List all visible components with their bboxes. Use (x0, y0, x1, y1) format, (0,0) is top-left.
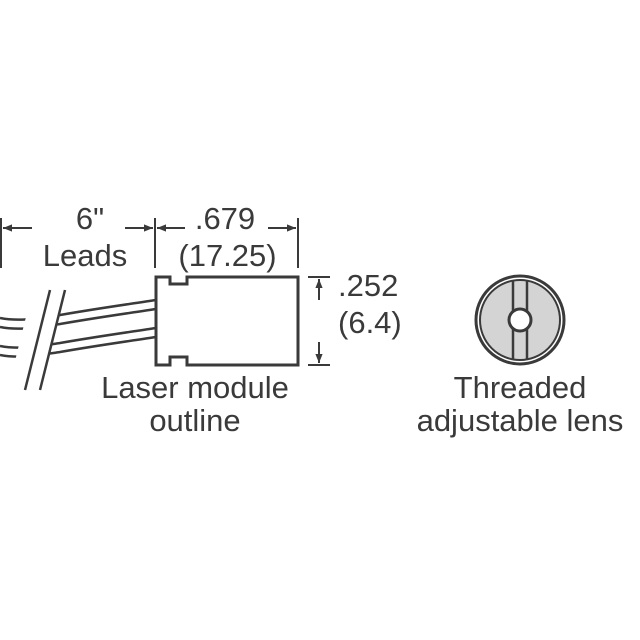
module-height-inches: .252 (338, 268, 399, 303)
module-width-inches: .679 (194, 201, 256, 236)
module-caption-line2: outline (149, 403, 241, 438)
leads-label: Leads (42, 238, 128, 273)
module-height-mm: (6.4) (338, 305, 402, 340)
lens-caption-line2: adjustable lens (416, 403, 624, 438)
height-dimension-line (308, 276, 330, 366)
width-dimension-line (157, 218, 299, 268)
laser-module-body (154, 275, 300, 367)
leads-dimension-line (0, 218, 156, 268)
leads-length-label: 6" (75, 201, 105, 236)
module-caption-line1: Laser module (101, 370, 289, 405)
lead-break-symbol (7, 289, 67, 391)
module-width-mm: (17.25) (178, 238, 277, 273)
lens-caption-line1: Threaded (453, 370, 587, 405)
threaded-lens-icon (474, 274, 566, 366)
